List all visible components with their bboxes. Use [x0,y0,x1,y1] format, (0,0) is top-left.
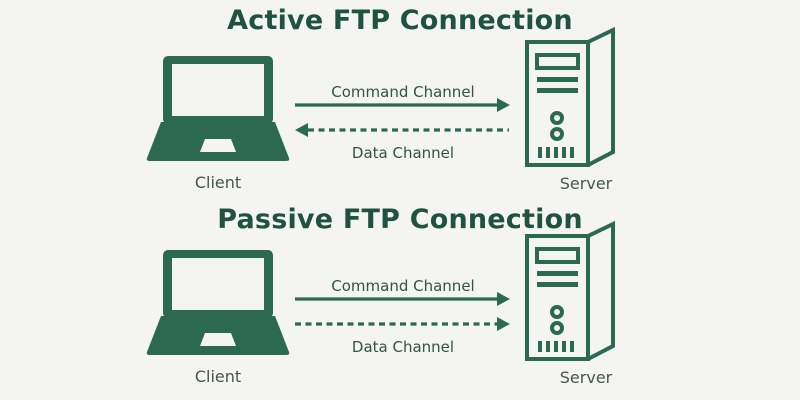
channel-label-data-active: Data Channel [352,144,454,162]
server-tower-icon [525,26,615,167]
server-tower-icon [525,220,615,361]
section-passive: Passive FTP Connection Client [146,204,615,387]
channel-data-passive: Data Channel [295,317,510,356]
channel-label-command-active: Command Channel [331,83,474,101]
arrow-right-icon [497,98,510,112]
channel-command-active: Command Channel [295,83,510,112]
client-label-passive: Client [195,367,241,386]
server-node-active[interactable]: Server [525,26,615,193]
channel-data-active: Data Channel [295,123,509,162]
client-node-passive[interactable]: Client [146,250,290,386]
laptop-icon [146,250,290,355]
server-label-passive: Server [560,368,613,387]
client-node-active[interactable]: Client [146,56,290,192]
client-label-active: Client [195,173,241,192]
channel-label-command-passive: Command Channel [331,277,474,295]
arrow-right-icon [497,317,510,331]
section-title-active: Active FTP Connection [227,5,573,36]
section-title-passive: Passive FTP Connection [217,204,583,235]
server-node-passive[interactable]: Server [525,220,615,387]
section-active: Active FTP Connection Client [146,5,615,193]
channel-command-passive: Command Channel [295,277,510,306]
arrow-right-icon [497,292,510,306]
server-label-active: Server [560,174,613,193]
laptop-icon [146,56,290,161]
channel-label-data-passive: Data Channel [352,338,454,356]
arrow-left-icon [295,123,308,137]
